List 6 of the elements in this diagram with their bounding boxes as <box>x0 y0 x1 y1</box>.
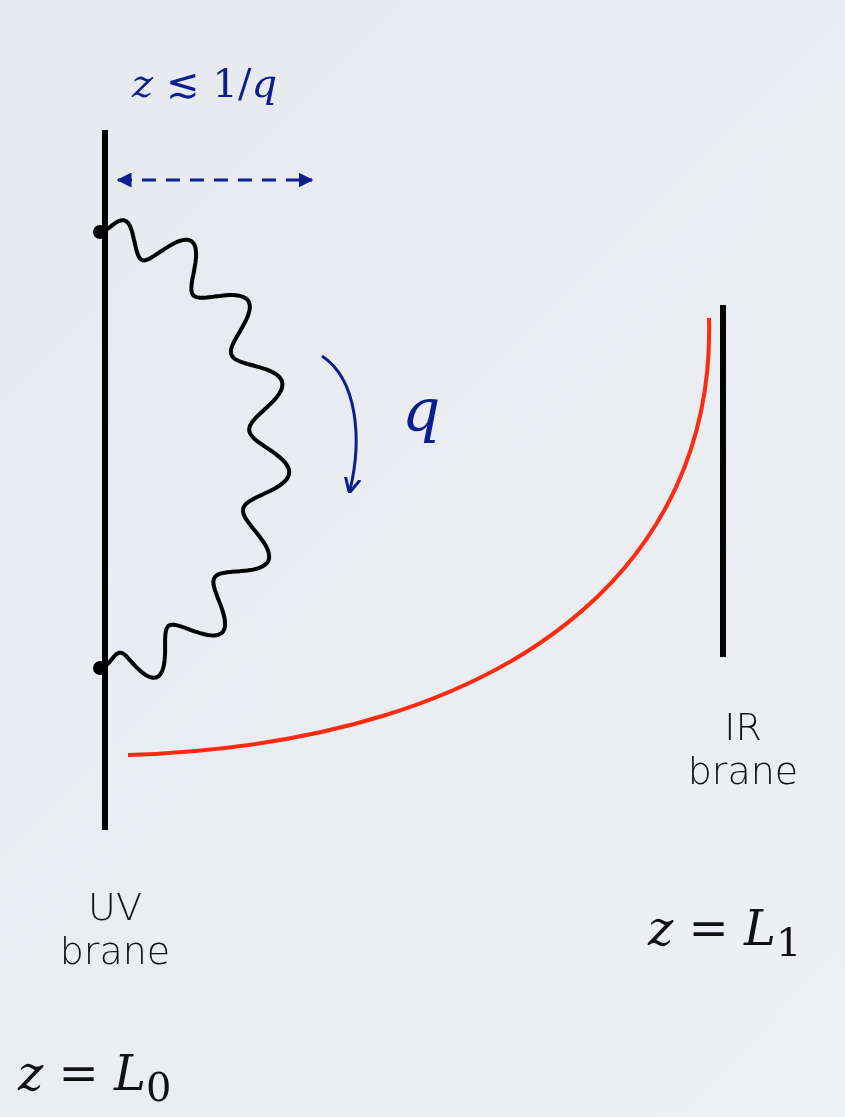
cutoff-equation: z ≲ 1/q <box>132 60 278 106</box>
position-equation: z = L$_{1}$ <box>648 900 802 965</box>
brane-label: IR brane <box>686 705 800 793</box>
brane-label: UV brane <box>58 885 172 973</box>
position-equation: z = L$_{0}$ <box>18 1045 172 1110</box>
momentum-label: q <box>402 375 441 445</box>
